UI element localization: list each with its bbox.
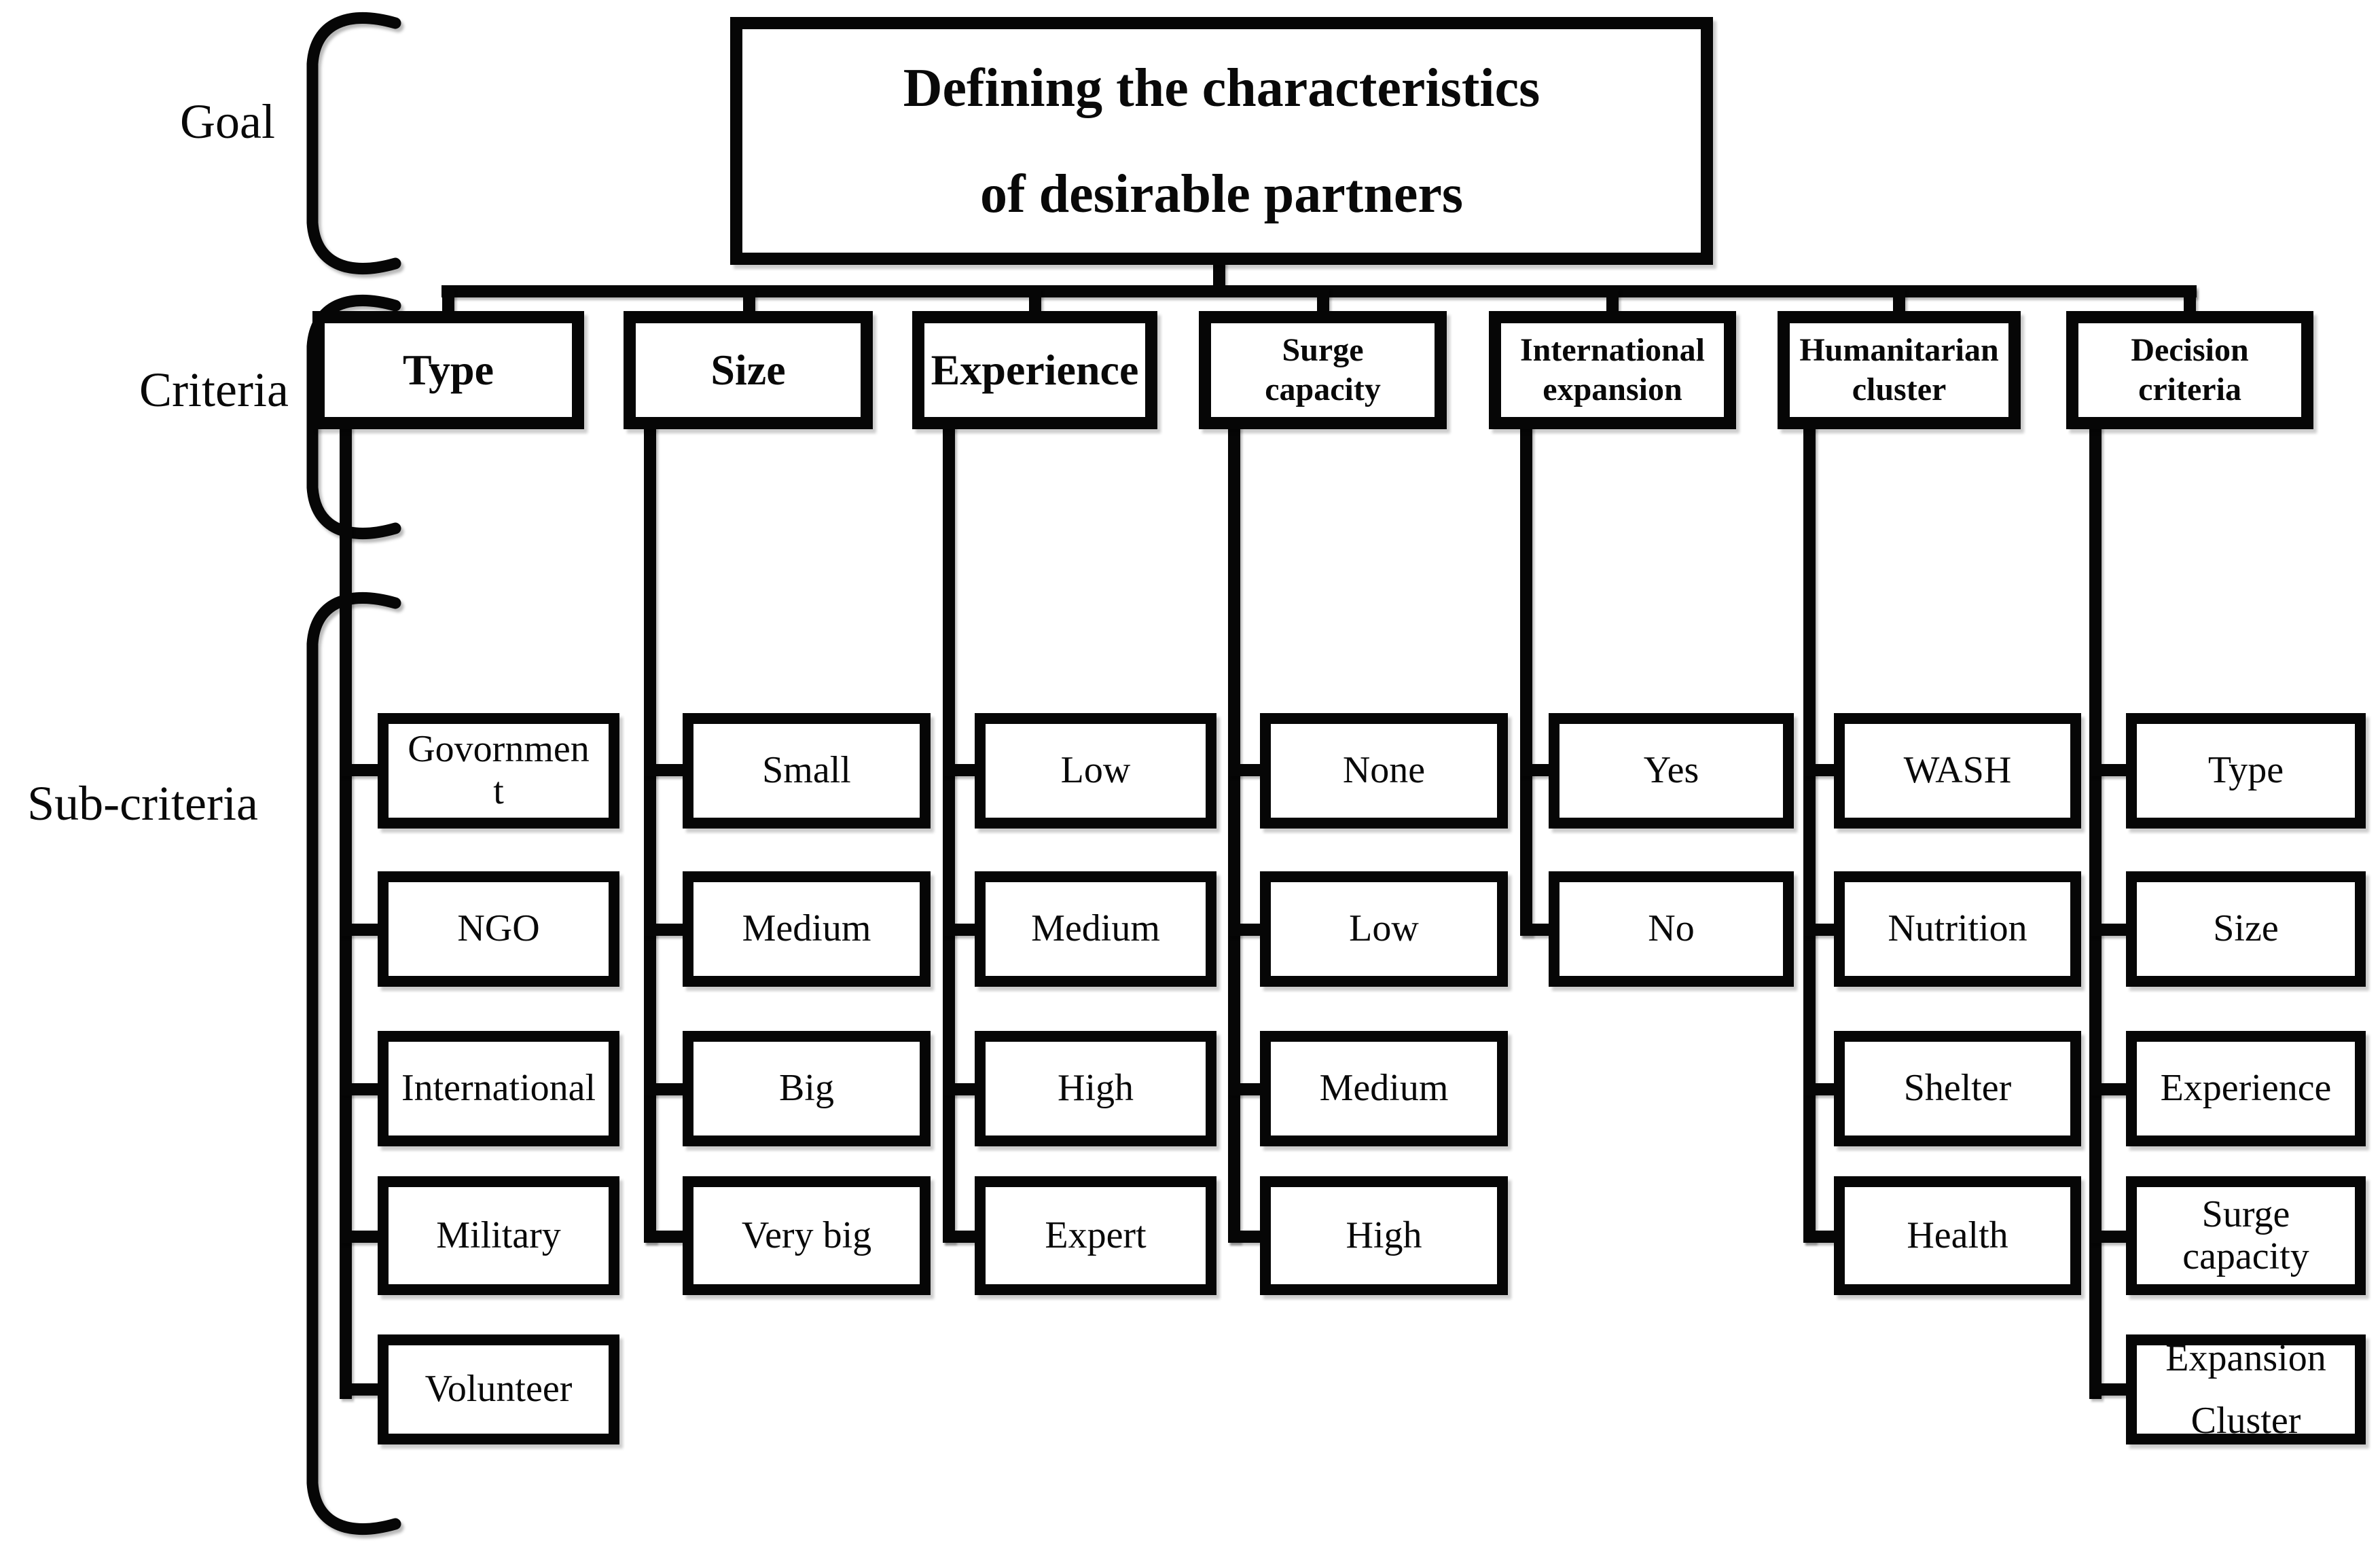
sub-box-very-big: Very big <box>683 1176 931 1295</box>
sub-label: No <box>1648 907 1695 950</box>
sub-criteria-bracket-icon <box>306 592 401 1535</box>
sub-box-nutrition: Nutrition <box>1834 871 2081 987</box>
sub-box-experience-weight: Experience <box>2126 1031 2366 1146</box>
sub-label: Military <box>436 1214 561 1256</box>
sub-label: Yes <box>1643 749 1699 792</box>
sub-box-high-experience: High <box>975 1031 1216 1146</box>
sub-box-high-surge: High <box>1260 1176 1508 1295</box>
sub-label: None <box>1342 749 1426 792</box>
sub-label: Health <box>1907 1214 2008 1256</box>
criterion-box-surge-capacity: Surge capacity <box>1199 311 1447 429</box>
sub-label: High <box>1346 1214 1422 1256</box>
sub-box-wash: WASH <box>1834 713 2081 829</box>
connector-stub-decision-criteria <box>2184 288 2196 315</box>
sub-label: Big <box>779 1067 834 1110</box>
connector-column-line-type <box>340 422 352 1399</box>
connector-stub-experience <box>1029 288 1041 315</box>
criterion-label: Type <box>403 345 494 394</box>
sub-label: Medium <box>742 907 871 950</box>
sub-label: International <box>401 1067 596 1110</box>
sub-label: Experience <box>2160 1067 2332 1110</box>
sub-label: High <box>1058 1067 1134 1110</box>
connector-stub-international-expansion <box>1606 288 1619 315</box>
sub-label: Small <box>762 749 851 792</box>
sub-box-health: Health <box>1834 1176 2081 1295</box>
sub-box-low-surge: Low <box>1260 871 1508 987</box>
sub-box-type-weight: Type <box>2126 713 2366 829</box>
connector-stub-size <box>743 288 755 315</box>
sub-box-military: Military <box>378 1176 619 1295</box>
sub-box-none: None <box>1260 713 1508 829</box>
connector-column-line-humanitarian-cluster <box>1803 422 1816 1243</box>
sub-label: Medium <box>1031 907 1160 950</box>
sub-label: Volunteer <box>425 1368 573 1411</box>
sub-box-ngo: NGO <box>378 871 619 987</box>
criterion-box-type: Type <box>312 311 584 429</box>
criterion-label: Surge capacity <box>1265 332 1381 407</box>
connector-column-line-surge-capacity <box>1228 422 1240 1243</box>
sub-label: Nutrition <box>1888 907 2027 950</box>
goal-bracket-icon <box>306 12 401 274</box>
connector-stub-surge-capacity <box>1317 288 1329 315</box>
sub-box-no: No <box>1549 871 1794 987</box>
sub-label: Size <box>2213 907 2279 950</box>
criterion-label: International expansion <box>1519 332 1705 407</box>
sub-box-medium-experience: Medium <box>975 871 1216 987</box>
sub-label: NGO <box>457 907 540 950</box>
sub-box-expert: Expert <box>975 1176 1216 1295</box>
sub-label: Expansion Cluster <box>2165 1337 2326 1442</box>
sub-box-govornment: Govornmen t <box>378 713 619 829</box>
sub-box-low-experience: Low <box>975 713 1216 829</box>
connector-stub-type <box>442 288 454 315</box>
criterion-box-decision-criteria: Decision criteria <box>2066 311 2313 429</box>
sub-label: Medium <box>1319 1067 1449 1110</box>
criterion-label: Size <box>710 345 786 394</box>
sub-box-big: Big <box>683 1031 931 1146</box>
connector-title-stub <box>1213 258 1225 291</box>
criterion-box-humanitarian-cluster: Humanitarian cluster <box>1778 311 2021 429</box>
sub-criteria-level-label: Sub-criteria <box>27 776 258 831</box>
criterion-label: Experience <box>931 345 1139 394</box>
sub-box-medium-surge: Medium <box>1260 1031 1508 1146</box>
sub-box-small: Small <box>683 713 931 829</box>
sub-box-size-weight: Size <box>2126 871 2366 987</box>
connector-stub-humanitarian-cluster <box>1893 288 1905 315</box>
goal-level-label: Goal <box>180 94 275 149</box>
criterion-label: Decision criteria <box>2131 332 2249 407</box>
sub-label: Type <box>2207 749 2284 792</box>
goal-title: Defining the characteristics of desirabl… <box>903 58 1540 224</box>
connector-column-line-experience <box>943 422 955 1243</box>
sub-label: Very big <box>741 1214 872 1256</box>
criterion-box-international-expansion: International expansion <box>1489 311 1736 429</box>
criterion-box-size: Size <box>624 311 873 429</box>
sub-label: Low <box>1349 907 1419 950</box>
connector-column-line-decision-criteria <box>2089 422 2102 1399</box>
sub-box-shelter: Shelter <box>1834 1031 2081 1146</box>
sub-label: Surge capacity <box>2182 1193 2309 1277</box>
sub-label: Expert <box>1045 1214 1147 1256</box>
sub-label: Shelter <box>1903 1067 2012 1110</box>
sub-box-yes: Yes <box>1549 713 1794 829</box>
criteria-level-label: Criteria <box>139 363 289 417</box>
criterion-label: Humanitarian cluster <box>1799 332 1999 407</box>
connector-column-line-size <box>644 422 656 1243</box>
goal-box: Defining the characteristics of desirabl… <box>730 17 1713 265</box>
sub-label: WASH <box>1903 749 2012 792</box>
sub-box-international: International <box>378 1031 619 1146</box>
connector-column-line-international-expansion <box>1520 422 1532 936</box>
sub-box-volunteer: Volunteer <box>378 1334 619 1444</box>
sub-box-medium-size: Medium <box>683 871 931 987</box>
criterion-box-experience: Experience <box>912 311 1157 429</box>
sub-label: Low <box>1060 749 1131 792</box>
sub-box-expansion-cluster: Expansion Cluster <box>2126 1334 2366 1444</box>
sub-box-surge-capacity-weight: Surge capacity <box>2126 1176 2366 1295</box>
sub-label: Govornmen t <box>408 728 590 812</box>
